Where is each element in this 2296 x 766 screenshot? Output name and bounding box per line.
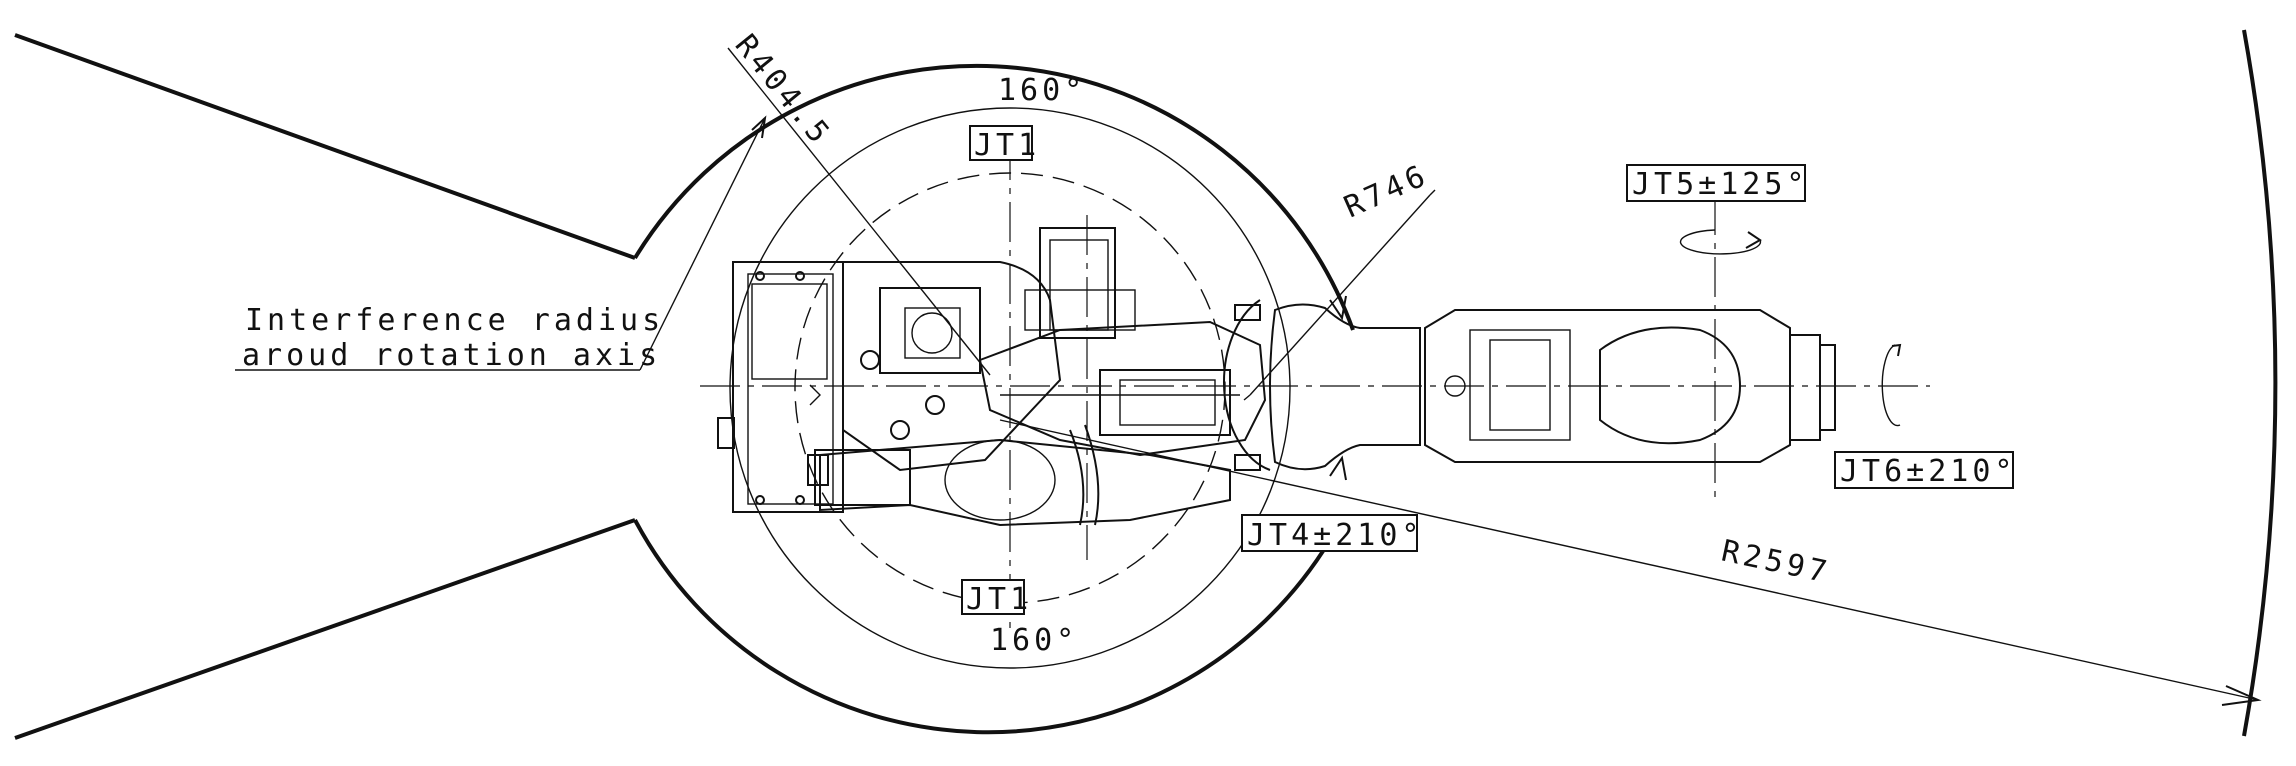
jt1-bottom-label: JT1: [966, 582, 1032, 617]
jt1-top-label: JT1: [974, 128, 1040, 163]
outer-boundary: [14, 29, 2278, 740]
interference-label-line2: aroud rotation axis: [242, 338, 661, 373]
jt4-wrist-section: [1223, 295, 1421, 481]
r746-label: R746: [1339, 157, 1434, 225]
upper-arm: [978, 304, 1267, 471]
wrist-jt5-jt6: [1424, 229, 1902, 463]
r2597-label: R2597: [1718, 534, 1833, 591]
shoulder-assembly: [842, 227, 1136, 472]
jt5-label: JT5±125°: [1632, 167, 1809, 202]
lower-arm: [814, 424, 1231, 527]
labels: Interference radius aroud rotation axis …: [242, 28, 2017, 658]
dimension-lines: [235, 47, 2262, 706]
jt6-label: JT6±210°: [1840, 454, 2017, 489]
interference-label-line1: Interference radius: [245, 303, 664, 338]
jt1-top-angle: 160°: [998, 73, 1086, 108]
jt4-label: JT4±210°: [1247, 518, 1424, 553]
jt1-bottom-angle: 160°: [990, 623, 1078, 658]
center-lines: [700, 140, 1930, 630]
robot-base: [717, 261, 844, 513]
r404-label: R404.5: [728, 28, 839, 153]
